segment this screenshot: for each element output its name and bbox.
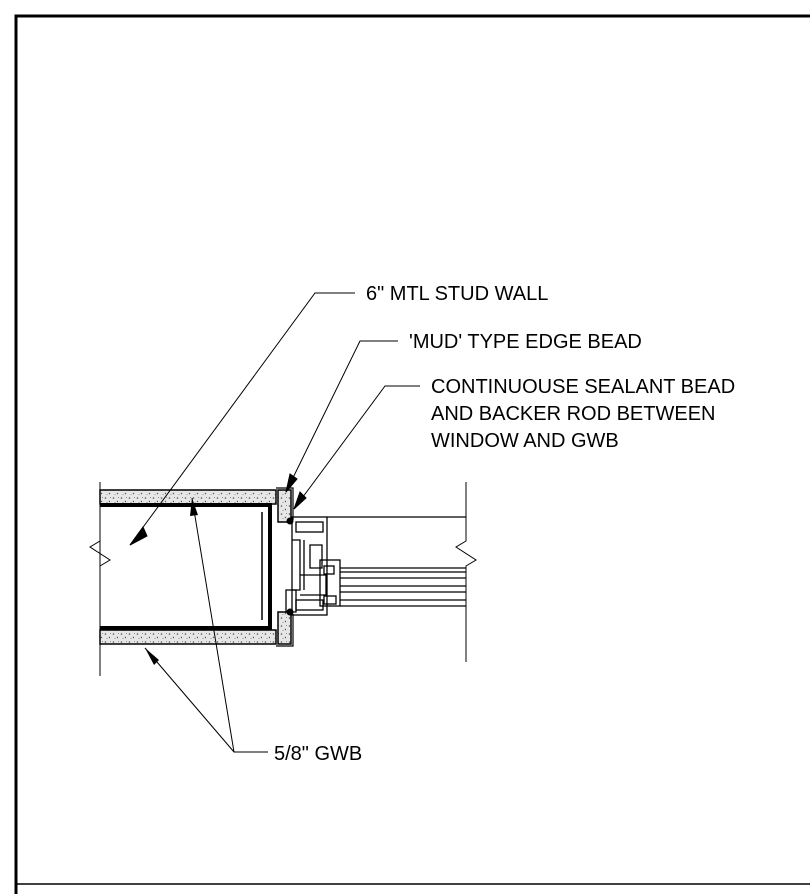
- wall-break-line-left: [89, 482, 111, 676]
- gwb-top-layer: [99, 489, 292, 523]
- glazing: [327, 516, 466, 607]
- arrowhead-gwb-top: [190, 498, 198, 516]
- leader-stud-wall: [129, 292, 355, 546]
- wall-break-line-right: [455, 482, 477, 662]
- note-stud-wall: 6" MTL STUD WALL: [366, 283, 548, 305]
- arrowhead-gwb-bottom: [145, 648, 159, 665]
- sealant-bead: [286, 517, 294, 616]
- drawing-border: [14, 14, 810, 894]
- gwb-bottom-layer: [99, 611, 292, 645]
- note-gwb: 5/8" GWB: [274, 743, 362, 765]
- note-sealant-line3: WINDOW AND GWB: [431, 430, 619, 452]
- leader-sealant: [293, 385, 420, 510]
- metal-stud: [100, 503, 272, 630]
- leader-gwb: [144, 497, 268, 753]
- window-frame: [285, 516, 341, 616]
- leader-edge-bead: [285, 340, 398, 493]
- note-sealant-line1: CONTINUOUSE SEALANT BEAD: [431, 376, 735, 398]
- edge-bead: [276, 487, 294, 647]
- note-edge-bead: 'MUD' TYPE EDGE BEAD: [409, 331, 642, 353]
- note-sealant-line2: AND BACKER ROD BETWEEN: [431, 403, 715, 425]
